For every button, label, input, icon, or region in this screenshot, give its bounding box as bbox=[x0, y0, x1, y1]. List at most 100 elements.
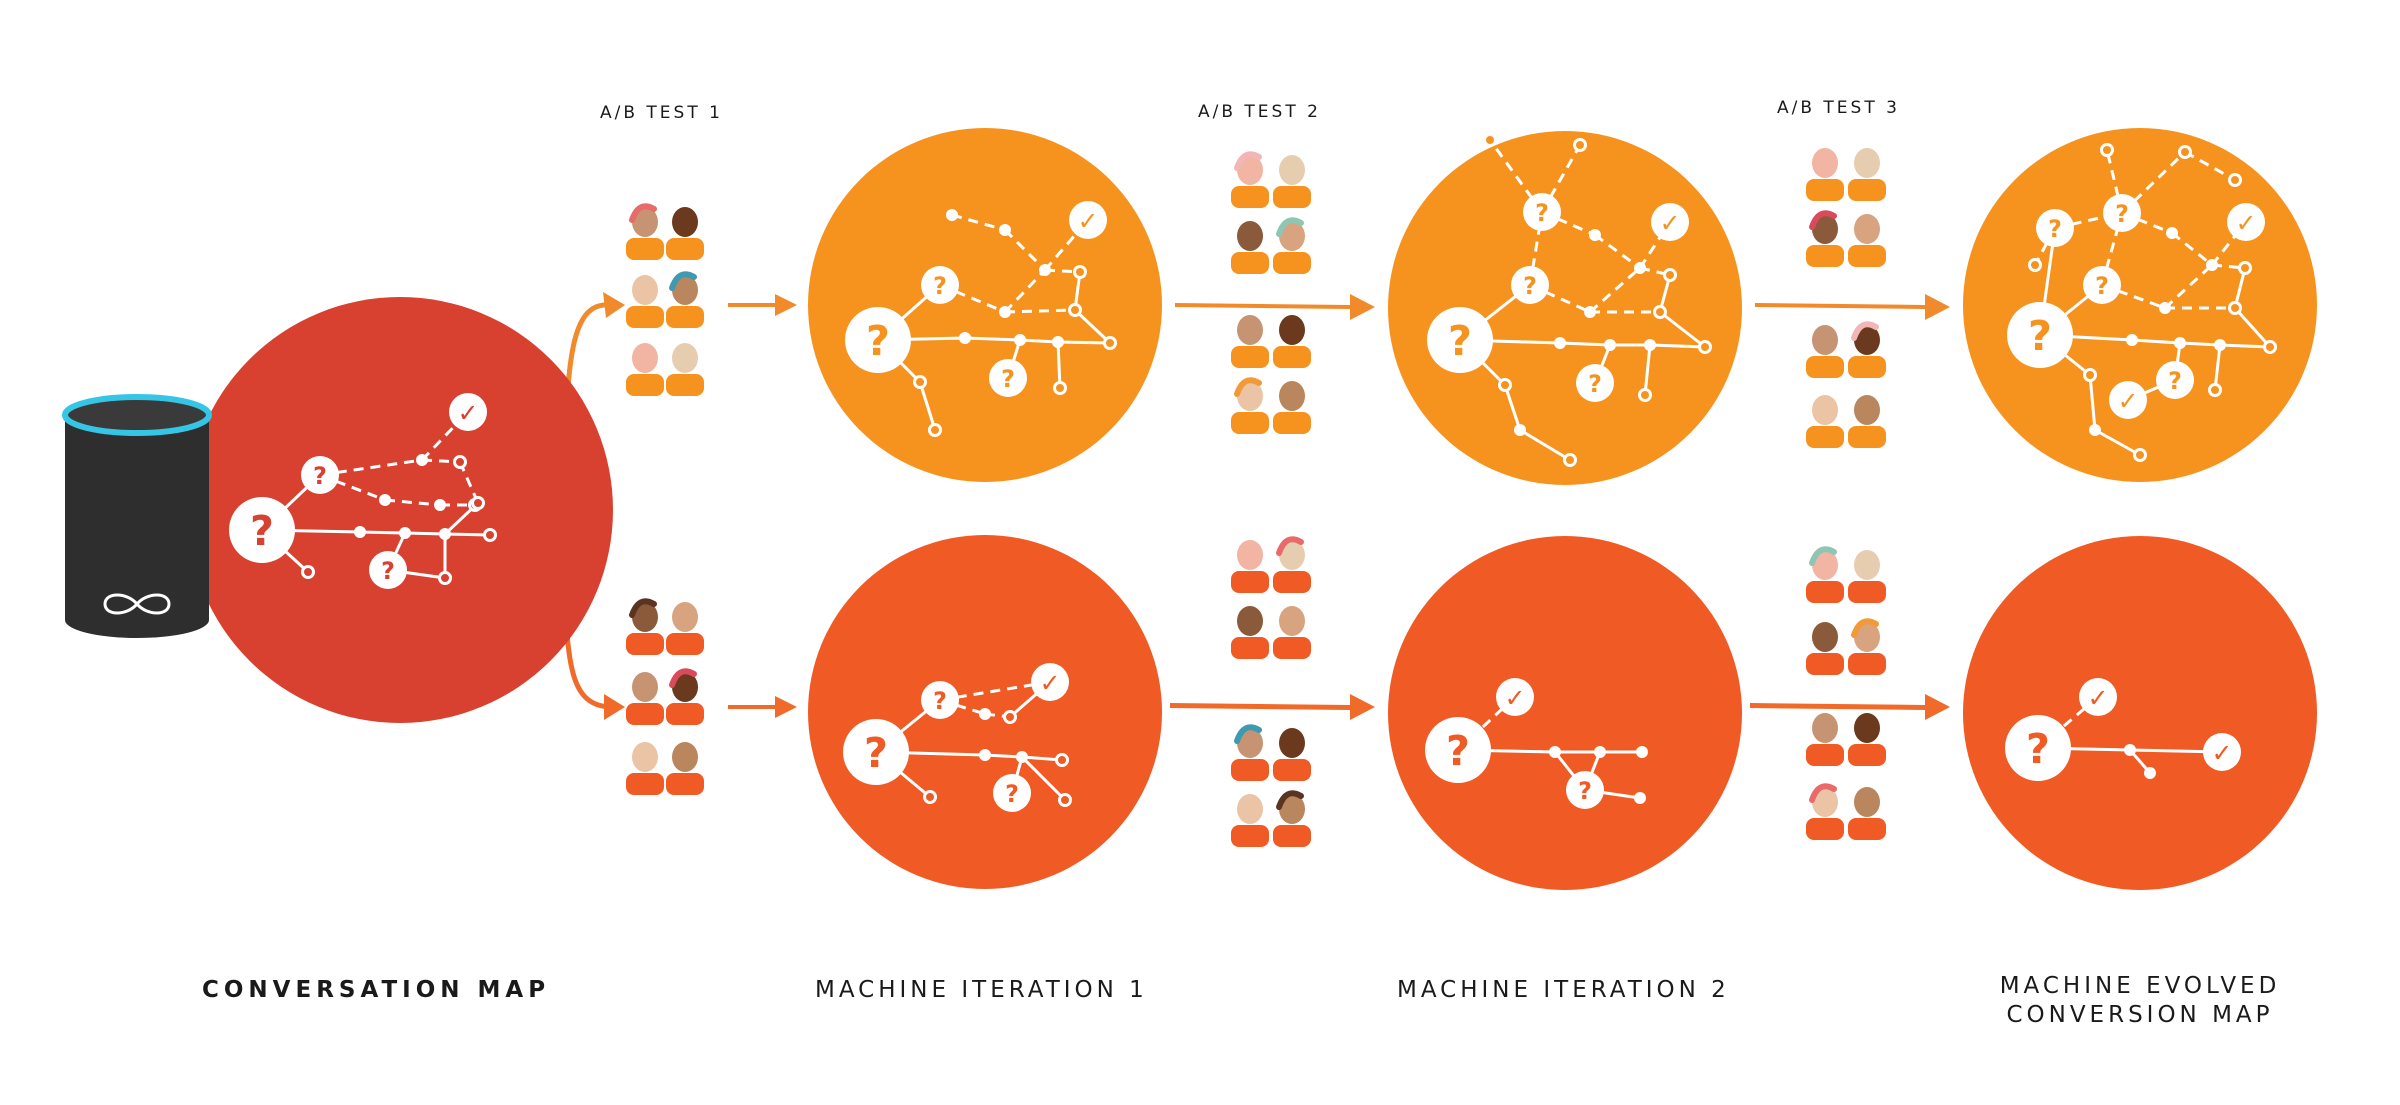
graph-node bbox=[1589, 229, 1601, 241]
graph-node bbox=[2206, 259, 2218, 271]
person-icon bbox=[1848, 321, 1886, 378]
arrowhead bbox=[603, 292, 625, 318]
graph-end-node bbox=[1068, 303, 1082, 317]
graph-node bbox=[2124, 744, 2136, 756]
question-node bbox=[2036, 209, 2074, 247]
person-icon bbox=[626, 742, 664, 795]
machine-iteration-2-label: MACHINE ITERATION 2 bbox=[1397, 977, 1730, 1003]
check-mark: ✓ bbox=[2088, 684, 2109, 713]
question-mark: ? bbox=[2026, 725, 2050, 773]
graph-node bbox=[1549, 746, 1561, 758]
graph-node bbox=[1052, 336, 1064, 348]
question-mark: ? bbox=[864, 729, 888, 777]
graph-node bbox=[1644, 339, 1656, 351]
graph-end-node bbox=[483, 528, 497, 542]
graph-end-node bbox=[923, 790, 937, 804]
graph-edge bbox=[2094, 428, 2141, 457]
person-icon bbox=[1806, 713, 1844, 766]
person-icon bbox=[1273, 315, 1311, 368]
test3-bottom-users-a bbox=[1806, 546, 1886, 675]
person-icon bbox=[1231, 315, 1269, 368]
person-icon bbox=[626, 598, 664, 655]
person-icon bbox=[1848, 550, 1886, 603]
question-mark: ? bbox=[1001, 365, 1015, 393]
graph-node bbox=[999, 306, 1011, 318]
graph-edge bbox=[1528, 211, 1544, 286]
person-icon bbox=[626, 672, 664, 725]
graph-edge bbox=[1488, 139, 1544, 213]
graph-edge bbox=[1638, 221, 1672, 269]
graph-node bbox=[354, 526, 366, 538]
iteration2-top-graph: ????✓ bbox=[1427, 133, 1712, 467]
check-mark: ✓ bbox=[458, 399, 479, 428]
graph-end-node bbox=[1073, 265, 1087, 279]
question-mark: ? bbox=[2168, 367, 2182, 395]
graph-edge bbox=[2131, 338, 2181, 345]
question-node bbox=[2156, 361, 2194, 399]
test2-bottom-users-a bbox=[1231, 536, 1311, 659]
question-node bbox=[843, 719, 909, 785]
graph-edge bbox=[421, 458, 461, 464]
graph-edge bbox=[1649, 343, 1706, 349]
graph-node bbox=[2159, 302, 2171, 314]
check-node bbox=[1651, 203, 1689, 241]
graph-node bbox=[2144, 767, 2156, 779]
question-node bbox=[1511, 266, 1549, 304]
final-top-graph: ???✓??✓ bbox=[2007, 143, 2277, 462]
graph-edge bbox=[1519, 428, 1571, 462]
graph-end-node bbox=[928, 423, 942, 437]
graph-node bbox=[2174, 337, 2186, 349]
graph-edge bbox=[1019, 338, 1059, 344]
question-mark: ? bbox=[2048, 215, 2062, 243]
graph-edge bbox=[1643, 344, 1652, 396]
iteration2-bottom-circle bbox=[1388, 536, 1742, 890]
arrowhead bbox=[1350, 694, 1375, 720]
graph-node bbox=[2126, 334, 2138, 346]
graph-edge bbox=[404, 531, 446, 536]
person-icon bbox=[666, 602, 704, 655]
check-mark: ✓ bbox=[1505, 684, 1526, 713]
final-bottom-circle bbox=[1963, 536, 2317, 890]
question-node bbox=[2083, 266, 2121, 304]
person-icon bbox=[1273, 155, 1311, 208]
graph-node bbox=[946, 209, 958, 221]
question-node bbox=[993, 774, 1031, 812]
check-mark: ✓ bbox=[2118, 387, 2139, 416]
arrowhead bbox=[604, 694, 625, 720]
graph-edge bbox=[2100, 212, 2124, 286]
graph-end-node bbox=[1498, 378, 1512, 392]
question-mark: ? bbox=[250, 507, 274, 555]
person-icon bbox=[666, 271, 704, 328]
graph-edge bbox=[984, 753, 1023, 759]
test3-top-users-b bbox=[1806, 321, 1886, 448]
graph-end-node bbox=[2083, 368, 2097, 382]
machine-iteration-1-label: MACHINE ITERATION 1 bbox=[815, 977, 1148, 1003]
question-node bbox=[301, 456, 339, 494]
arrowhead bbox=[775, 294, 797, 316]
final-bottom-graph: ?✓✓ bbox=[2005, 678, 2241, 781]
graph-edge bbox=[2163, 263, 2214, 310]
graph-edge bbox=[1559, 341, 1611, 347]
question-mark: ? bbox=[1448, 317, 1472, 365]
graph-end-node bbox=[2263, 340, 2277, 354]
graph-edge bbox=[1503, 384, 1522, 431]
graph-node bbox=[1016, 751, 1028, 763]
person-icon bbox=[1273, 606, 1311, 659]
graph-edge bbox=[359, 530, 406, 535]
check-node bbox=[449, 393, 487, 431]
arrowhead bbox=[1925, 694, 1950, 720]
graph-node bbox=[379, 494, 391, 506]
person-icon bbox=[626, 343, 664, 396]
question-mark: ? bbox=[1446, 727, 1470, 775]
iteration1-top-circle bbox=[808, 128, 1162, 482]
person-icon bbox=[1273, 217, 1311, 274]
graph-end-node bbox=[2028, 258, 2042, 272]
person-icon bbox=[1806, 148, 1844, 201]
person-icon bbox=[626, 203, 664, 260]
question-node bbox=[989, 359, 1027, 397]
graph-node bbox=[2089, 424, 2101, 436]
graph-end-node bbox=[2100, 143, 2114, 157]
question-mark: ? bbox=[933, 272, 947, 300]
smart-speaker-icon bbox=[62, 394, 212, 638]
